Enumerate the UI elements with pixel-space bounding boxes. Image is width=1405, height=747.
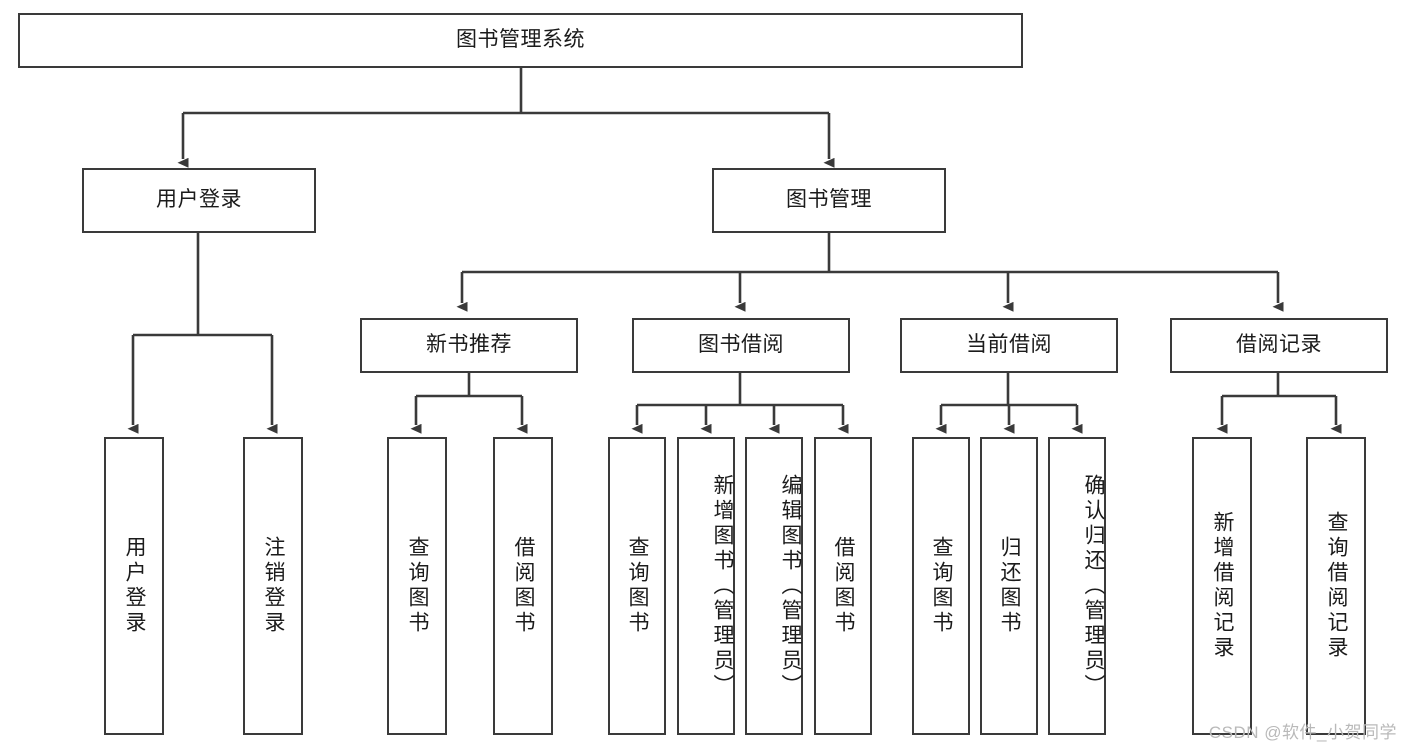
node-leaf-user-login[interactable]: 用户登录 <box>104 437 164 735</box>
node-leaf-query-book-2[interactable]: 查询图书 <box>608 437 666 735</box>
node-leaf-edit-book-admin-label: 编辑图书（管理员） <box>779 473 802 699</box>
node-leaf-query-book-3[interactable]: 查询图书 <box>912 437 970 735</box>
node-borrow-record-label: 借阅记录 <box>1236 333 1322 357</box>
node-leaf-confirm-return-admin-label: 确认归还（管理员） <box>1082 473 1105 699</box>
node-leaf-query-borrow-record[interactable]: 查询借阅记录 <box>1306 437 1366 735</box>
node-book-borrow[interactable]: 图书借阅 <box>632 318 850 373</box>
node-leaf-borrow-book-1-label: 借阅图书 <box>512 536 536 636</box>
node-leaf-borrow-book-1[interactable]: 借阅图书 <box>493 437 553 735</box>
node-leaf-query-book-1-label: 查询图书 <box>406 536 430 636</box>
node-borrow-record[interactable]: 借阅记录 <box>1170 318 1388 373</box>
node-leaf-edit-book-admin[interactable]: 编辑图书（管理员） <box>745 437 803 735</box>
node-leaf-logout-login-label: 注销登录 <box>262 536 286 636</box>
node-root-label: 图书管理系统 <box>456 28 585 52</box>
node-leaf-add-book-admin-label: 新增图书（管理员） <box>711 473 734 699</box>
node-leaf-add-borrow-record-label: 新增借阅记录 <box>1211 511 1235 661</box>
node-leaf-logout-login[interactable]: 注销登录 <box>243 437 303 735</box>
node-new-book-recommend[interactable]: 新书推荐 <box>360 318 578 373</box>
node-leaf-borrow-book-2[interactable]: 借阅图书 <box>814 437 872 735</box>
watermark: CSDN @软件_小贺同学 <box>1208 723 1397 742</box>
node-leaf-confirm-return-admin[interactable]: 确认归还（管理员） <box>1048 437 1106 735</box>
node-current-borrow-label: 当前借阅 <box>966 333 1052 357</box>
node-leaf-user-login-label: 用户登录 <box>123 536 147 636</box>
node-current-borrow[interactable]: 当前借阅 <box>900 318 1118 373</box>
node-leaf-query-book-3-label: 查询图书 <box>930 536 954 636</box>
node-leaf-borrow-book-2-label: 借阅图书 <box>832 536 856 636</box>
node-leaf-return-book[interactable]: 归还图书 <box>980 437 1038 735</box>
node-book-borrow-label: 图书借阅 <box>698 333 784 357</box>
node-leaf-add-borrow-record[interactable]: 新增借阅记录 <box>1192 437 1252 735</box>
node-new-book-recommend-label: 新书推荐 <box>426 333 512 357</box>
node-root[interactable]: 图书管理系统 <box>18 13 1023 68</box>
node-leaf-query-borrow-record-label: 查询借阅记录 <box>1325 511 1349 661</box>
node-book-manage[interactable]: 图书管理 <box>712 168 946 233</box>
node-leaf-return-book-label: 归还图书 <box>998 536 1022 636</box>
node-leaf-query-book-1[interactable]: 查询图书 <box>387 437 447 735</box>
node-user-login-label: 用户登录 <box>156 188 242 212</box>
node-book-manage-label: 图书管理 <box>786 188 872 212</box>
node-user-login[interactable]: 用户登录 <box>82 168 316 233</box>
node-leaf-query-book-2-label: 查询图书 <box>626 536 650 636</box>
node-leaf-add-book-admin[interactable]: 新增图书（管理员） <box>677 437 735 735</box>
